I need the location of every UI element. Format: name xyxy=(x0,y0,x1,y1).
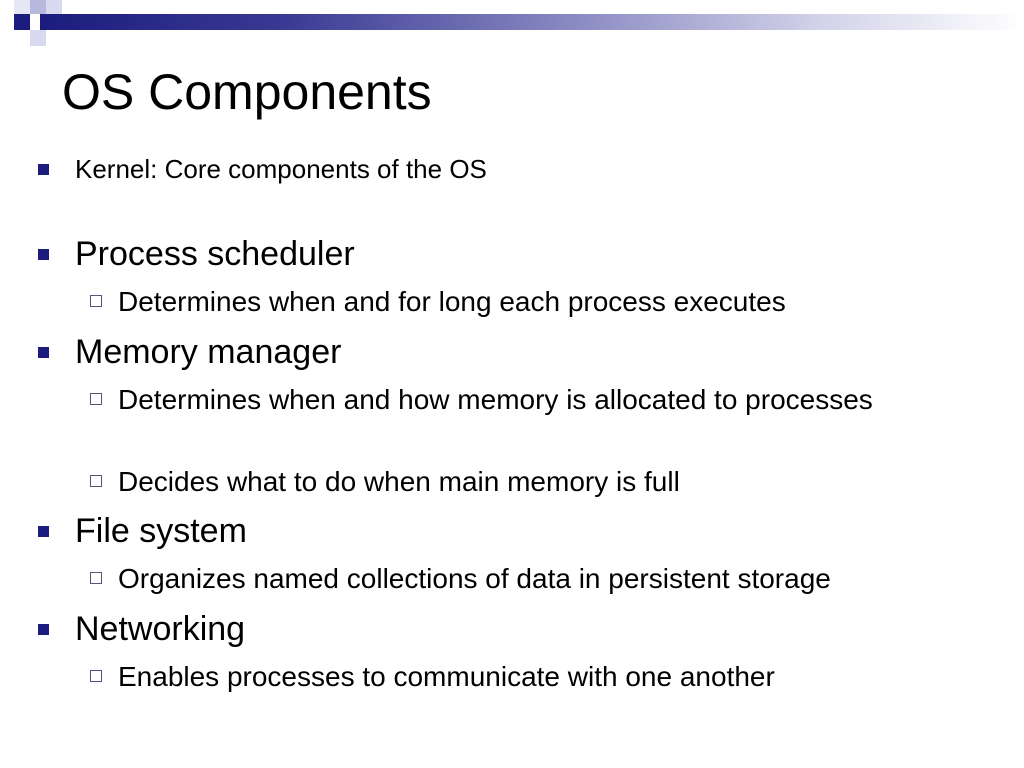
banner-square xyxy=(30,0,46,14)
banner-square xyxy=(46,0,62,14)
banner-gradient-bar xyxy=(40,14,1024,30)
sub-bullet-item: Determines when and for long each proces… xyxy=(90,284,1010,320)
sub-bullet-item: Determines when and how memory is alloca… xyxy=(90,382,890,418)
hollow-square-bullet-icon xyxy=(90,475,102,487)
sub-bullet-text: Organizes named collections of data in p… xyxy=(118,563,831,594)
sub-bullet-item: Decides what to do when main memory is f… xyxy=(90,464,1010,500)
square-bullet-icon xyxy=(38,163,49,175)
bullet-text: Memory manager xyxy=(75,332,342,371)
bullet-text: File system xyxy=(75,511,247,550)
slide-title: OS Components xyxy=(62,64,432,120)
sub-bullet-item: Organizes named collections of data in p… xyxy=(90,561,1010,597)
banner-square xyxy=(14,0,30,14)
hollow-square-bullet-icon xyxy=(90,572,102,584)
banner-square xyxy=(30,30,46,46)
bullet-text: Networking xyxy=(75,609,246,648)
bullet-item-file-system: File system xyxy=(38,511,247,551)
sub-bullet-text: Determines when and how memory is alloca… xyxy=(118,384,873,415)
sub-bullet-text: Determines when and for long each proces… xyxy=(118,286,786,317)
sub-bullet-item: Enables processes to communicate with on… xyxy=(90,659,1010,695)
header-banner xyxy=(0,0,1024,48)
bullet-item-kernel: Kernel: Core components of the OS xyxy=(38,149,487,189)
sub-bullet-text: Enables processes to communicate with on… xyxy=(118,661,775,692)
square-bullet-icon xyxy=(38,346,49,358)
bullet-item-networking: Networking xyxy=(38,609,245,649)
bullet-item-memory-manager: Memory manager xyxy=(38,332,341,372)
sub-bullet-text: Decides what to do when main memory is f… xyxy=(118,466,680,497)
hollow-square-bullet-icon xyxy=(90,670,102,682)
hollow-square-bullet-icon xyxy=(90,295,102,307)
bullet-text: Process scheduler xyxy=(75,234,355,273)
square-bullet-icon xyxy=(38,623,49,635)
bullet-item-process-scheduler: Process scheduler xyxy=(38,234,355,274)
square-bullet-icon xyxy=(38,525,49,537)
square-bullet-icon xyxy=(38,248,49,260)
banner-square xyxy=(14,14,30,30)
hollow-square-bullet-icon xyxy=(90,393,102,405)
bullet-text: Kernel: Core components of the OS xyxy=(75,153,487,184)
